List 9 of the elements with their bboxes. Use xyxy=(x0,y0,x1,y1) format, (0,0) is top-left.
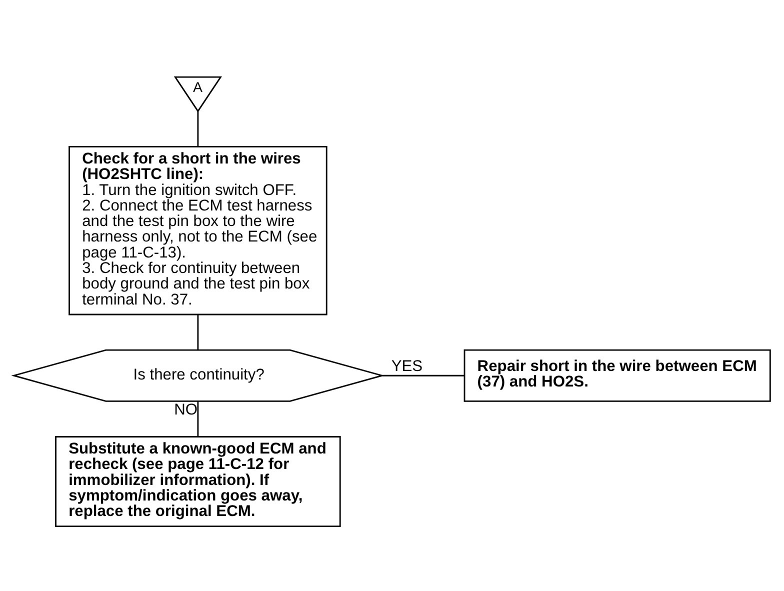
connector xyxy=(382,374,464,376)
connector xyxy=(197,400,199,436)
node-box: Repair short in the wire between ECM (37) and HO2S. xyxy=(464,348,771,402)
connector xyxy=(197,314,199,350)
node-box: Check for a short in the wires (HO2SHTC line): 1. Turn the ignition switch OFF. 2. Connect the ECM test harness and the test pin box to the wire harness only, not to the ECM (see page 11-C-13). 3. Check for continuity between body ground and the test pin box terminal No. 37. xyxy=(68,146,328,315)
edge-label: YES xyxy=(391,358,423,375)
node-box: Substitute a known-good ECM and recheck (see page 11-C-12 for immobilizer information). If symptom/indication goes away, replace the original ECM. xyxy=(55,436,341,527)
edge-label: NO xyxy=(174,400,198,418)
connector xyxy=(197,110,199,146)
